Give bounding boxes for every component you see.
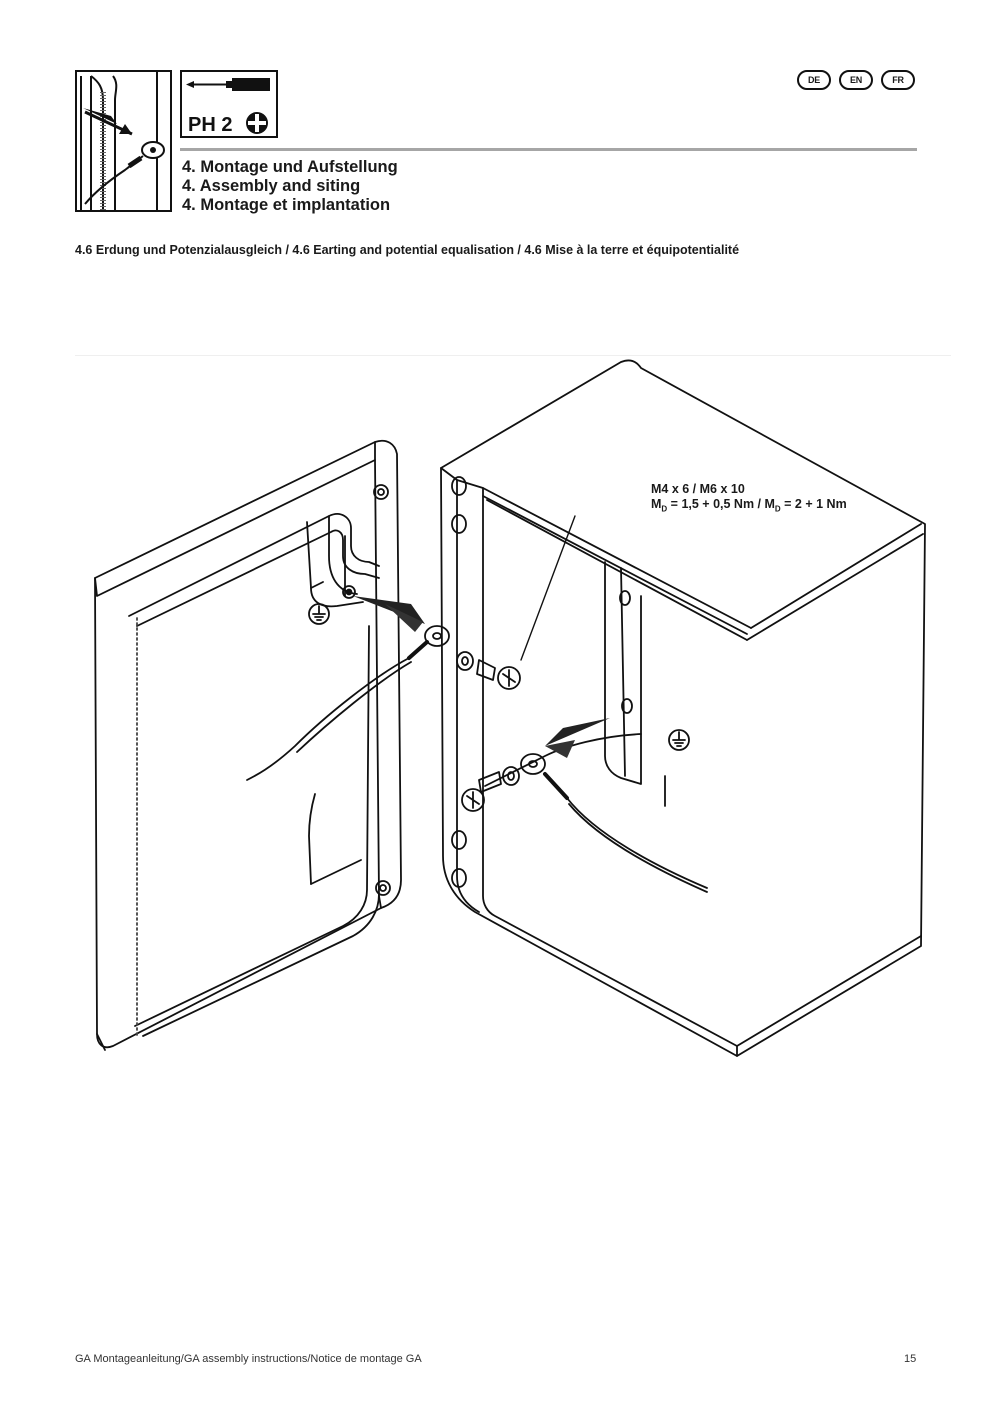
grounding-illustration-icon [75, 70, 172, 212]
torque-symbol-2: M [764, 497, 775, 511]
language-badge-fr: FR [881, 70, 915, 90]
arrow-to-body [545, 718, 610, 746]
body-outline [440, 359, 926, 1057]
tool-label: PH 2 [188, 114, 233, 136]
screw-spec: M4 x 6 / M6 x 10 [651, 482, 745, 496]
torque-symbol-1-sub: D [661, 504, 668, 514]
lid-outline [94, 439, 402, 1049]
screwdriver-icon [186, 78, 270, 91]
screwdriver-tool-box: PH 2 [180, 70, 278, 138]
enclosure-drawing-svg [94, 359, 926, 1057]
phillips-head-icon [246, 112, 268, 134]
torque-spec: MD = 1,5 + 0,5 Nm / MD = 2 + 1 Nm [651, 497, 847, 514]
language-badges: DE EN FR [797, 70, 919, 94]
chapter-title-en: 4. Assembly and siting [182, 177, 361, 195]
torque-symbol-2-sub: D [774, 504, 781, 514]
language-badge-en: EN [839, 70, 873, 90]
enclosure-grounding-drawing: M4 x 6 / M6 x 10 MD = 1,5 + 0,5 Nm / MD … [75, 356, 951, 1066]
section-heading: 4.6 Erdung und Potenzialausgleich / 4.6 … [75, 243, 740, 257]
page-number: 15 [904, 1353, 917, 1365]
torque-symbol-1: M [651, 497, 662, 511]
figure-top-line [75, 355, 951, 356]
torque-value-1: = 1,5 + 0,5 Nm / [667, 497, 765, 511]
chapter-title-fr: 4. Montage et implantation [182, 196, 391, 214]
language-badge-de: DE [797, 70, 831, 90]
torque-value-2: = 2 + 1 Nm [780, 497, 847, 511]
ring-terminal-icon [80, 72, 165, 210]
header-divider [180, 148, 917, 151]
lid-gasket [128, 513, 380, 617]
footer-document-title: GA Montageanleitung/GA assembly instruct… [75, 1353, 422, 1365]
chapter-title-de: 4. Montage und Aufstellung [182, 158, 398, 176]
